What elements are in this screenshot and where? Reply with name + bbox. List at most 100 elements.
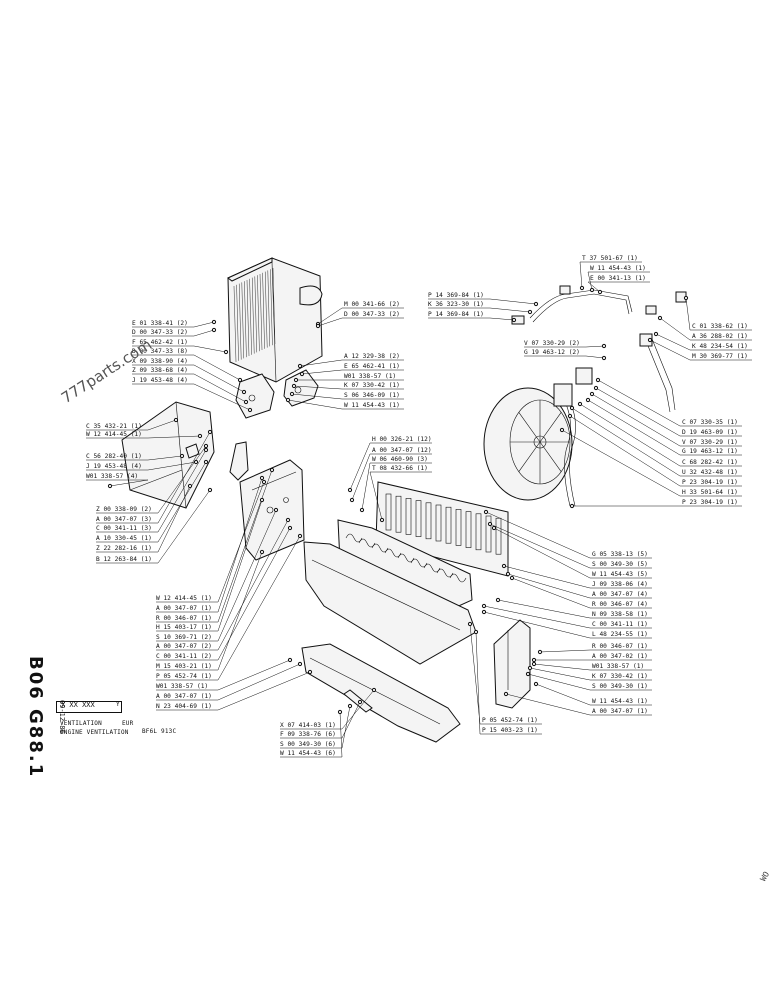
air-guide-left: [121, 401, 215, 509]
leader-line: [132, 373, 247, 403]
fastener-marker: [299, 371, 305, 377]
fastener-marker: [291, 383, 297, 389]
part-callout-label: X 09 338-90 (4): [132, 358, 188, 365]
title-line2: ENGINE VENTILATION: [60, 729, 129, 736]
part-callout-label: P 15 403-23 (1): [482, 727, 538, 734]
part-code: X XX XXX: [61, 701, 95, 709]
part-callout-label: D 00 347-33 (8): [132, 348, 188, 355]
fastener-marker: [197, 433, 203, 439]
part-callout-label: H 00 326-21 (12): [372, 436, 432, 443]
fastener-marker: [483, 509, 489, 515]
part-callout-label: A 12 329-38 (2): [344, 353, 400, 360]
fastener-marker: [259, 475, 265, 481]
leader-line: [469, 623, 542, 725]
leader-line: [280, 689, 375, 730]
part-callout-label: U 32 432-48 (1): [682, 469, 738, 476]
fastener-marker: [107, 483, 113, 489]
baffle-slot: [425, 502, 432, 540]
part-callout-label: H 15 403-17 (1): [156, 624, 212, 631]
leader-line: [579, 261, 642, 289]
part-callout-label: W 11 454-43 (1): [590, 265, 646, 272]
fastener-marker: [203, 443, 209, 449]
fastener-marker: [287, 525, 293, 531]
baffle-slot: [415, 500, 422, 537]
cooler-fin: [264, 271, 268, 348]
leader-line: [132, 383, 251, 411]
part-callout-label: B 12 263-84 (1): [96, 556, 152, 563]
cooler-bracket-left: [235, 373, 275, 419]
fastener-marker: [347, 703, 353, 709]
cowling-side-panel: [239, 459, 305, 561]
cooler-fin: [238, 283, 242, 360]
air-duct-panel: [303, 541, 477, 665]
cooler-fin: [236, 284, 239, 361]
leader-line: [156, 551, 263, 671]
fastener-marker: [567, 413, 573, 419]
leader-line: [524, 345, 605, 348]
part-callout-label: N 23 404-69 (1): [156, 703, 212, 710]
leader-line: [132, 345, 227, 353]
leader-line: [156, 499, 263, 632]
fastener-marker: [241, 389, 247, 395]
leader-line: [561, 429, 742, 497]
leader-line: [489, 523, 652, 569]
fastener-marker: [585, 397, 591, 403]
cooler-fin: [246, 279, 250, 357]
baffle-slot: [485, 515, 492, 553]
part-callout-label: K 07 330-42 (1): [344, 382, 400, 389]
leader-line: [96, 445, 207, 514]
pipe-fittings: [511, 285, 687, 407]
leader-line: [156, 469, 273, 623]
cooler-bracket-right: [283, 369, 319, 407]
leader-line: [132, 354, 241, 381]
part-callout-label: T 37 501-67 (1): [582, 255, 638, 262]
leader-line: [96, 461, 207, 543]
fastener-marker: [337, 709, 343, 715]
leader-line: [349, 442, 432, 491]
part-callout-label: N 09 338-58 (1): [592, 611, 648, 618]
part-callout-label: G 19 463-12 (1): [682, 448, 738, 455]
leader-line: [428, 307, 531, 313]
fastener-marker: [601, 355, 607, 361]
cooler-fin: [259, 273, 263, 351]
leader-line: [86, 479, 149, 487]
fastener-marker: [173, 417, 179, 423]
part-callout-label: M 30 369-77 (1): [692, 353, 748, 360]
fastener-marker: [473, 629, 479, 635]
fastener-marker: [559, 427, 565, 433]
cooler-fin: [267, 270, 271, 347]
part-callout-label: W 12 414-45 (1): [86, 431, 142, 438]
cooler-fin: [251, 277, 255, 354]
fastener-marker: [297, 533, 303, 539]
leader-line: [156, 671, 311, 711]
sheet-code: B06 G88.1: [25, 656, 46, 779]
fastener-marker: [533, 681, 539, 687]
cooler-fin: [244, 281, 247, 358]
part-callout-label: K 07 330-42 (1): [592, 673, 648, 680]
leader-line: [685, 297, 752, 331]
leader-line: [511, 577, 652, 609]
leader-line: [533, 663, 652, 671]
fan-hub: [533, 435, 547, 449]
part-callout-label: W 11 454-43 (1): [344, 402, 400, 409]
fastener-marker: [289, 391, 295, 397]
fastener-marker: [525, 671, 531, 677]
fastener-marker: [501, 563, 507, 569]
part-callout-label: E 00 341-13 (1): [590, 275, 646, 282]
intercooler: [227, 257, 323, 383]
fastener-marker: [237, 377, 243, 383]
revision-mark: Y: [116, 701, 120, 708]
leader-line: [493, 527, 652, 579]
baffle-slot: [385, 493, 392, 531]
cooler-fin: [233, 285, 237, 363]
leader-line: [156, 535, 301, 681]
fastener-marker: [179, 453, 185, 459]
fastener-marker: [315, 323, 321, 329]
fastener-marker: [481, 609, 487, 615]
fastener-marker: [531, 657, 537, 663]
leader-line: [96, 489, 211, 564]
leader-line: [569, 415, 742, 487]
baffle-slot: [435, 504, 442, 542]
fastener-marker: [347, 487, 353, 493]
cooler-fin: [272, 267, 276, 345]
